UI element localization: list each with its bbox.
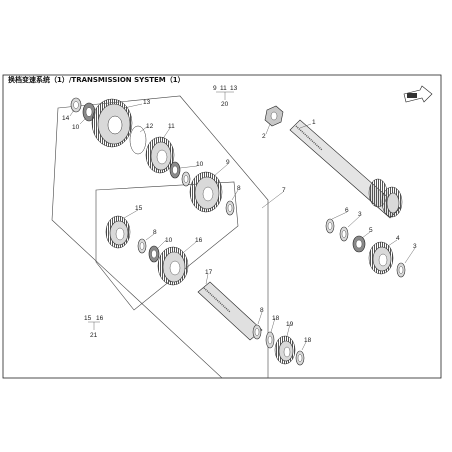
callout-18-a: 18 <box>272 315 280 322</box>
callout-21: 21 <box>90 332 98 339</box>
gear-9 <box>189 171 223 213</box>
shaft-17 <box>197 281 263 341</box>
callout-13: 13 <box>143 99 151 106</box>
gear-13 <box>91 98 133 148</box>
callout-13-top: 13 <box>230 85 238 92</box>
callout-9-top: 9 <box>213 85 217 92</box>
washer-8-lower <box>252 324 262 340</box>
washer-8-mid <box>137 238 147 254</box>
hub-11 <box>145 136 175 174</box>
bearing-5 <box>352 235 366 253</box>
callout-8-mid: 8 <box>153 229 157 236</box>
callout-3-b: 3 <box>413 243 417 250</box>
callout-1: 1 <box>312 119 316 126</box>
leader-lines <box>69 91 416 351</box>
callout-11: 11 <box>168 123 175 130</box>
ring-12 <box>129 125 147 155</box>
washer-3-b <box>396 262 406 278</box>
callout-labels: 14 10 13 12 11 10 9 8 7 15 8 10 16 17 8 … <box>62 85 417 344</box>
washer-8-right <box>225 200 235 216</box>
callout-10-mid: 10 <box>196 161 204 168</box>
nut-2 <box>264 105 284 127</box>
callout-6: 6 <box>345 207 349 214</box>
callout-17: 17 <box>205 269 213 276</box>
gear-15 <box>105 215 131 249</box>
diagram-title: 换档变速系统（1）/TRANSMISSION SYSTEM（1） <box>8 75 185 84</box>
callout-7: 7 <box>282 187 286 194</box>
callout-8-lower: 8 <box>260 307 264 314</box>
callout-3-a: 3 <box>358 211 362 218</box>
shaft-1 <box>289 119 403 219</box>
ring-18-b <box>295 350 305 366</box>
callout-8-upper: 8 <box>237 185 241 192</box>
washer-6 <box>325 218 335 234</box>
callout-10-upper: 10 <box>72 124 80 131</box>
callout-15: 15 <box>135 205 143 212</box>
callout-15-bottom: 15 <box>84 315 92 322</box>
washer-8-upper <box>181 171 191 187</box>
bearing-10-lower <box>148 245 160 263</box>
gear-16 <box>157 246 189 286</box>
callout-20: 20 <box>221 101 229 108</box>
assembly-outline <box>51 95 269 379</box>
callout-19: 19 <box>286 321 294 328</box>
gear-19 <box>274 335 296 365</box>
washer-3-a <box>339 226 349 242</box>
callout-16-bottom: 16 <box>96 315 104 322</box>
callout-14: 14 <box>62 115 70 122</box>
ring-18-a <box>265 331 275 349</box>
gear-4 <box>368 241 394 275</box>
callout-2: 2 <box>262 133 266 140</box>
callout-5: 5 <box>369 227 373 234</box>
washer-14 <box>70 97 82 113</box>
callout-16: 16 <box>195 237 203 244</box>
callout-10-lower: 10 <box>165 237 173 244</box>
front-direction-icon <box>403 85 433 103</box>
callout-18-b: 18 <box>304 337 312 344</box>
callout-4: 4 <box>396 235 400 242</box>
callout-12: 12 <box>146 123 154 130</box>
bearing-10-mid <box>169 161 181 179</box>
callout-11-top: 11 <box>220 85 227 92</box>
callout-9: 9 <box>226 159 230 166</box>
